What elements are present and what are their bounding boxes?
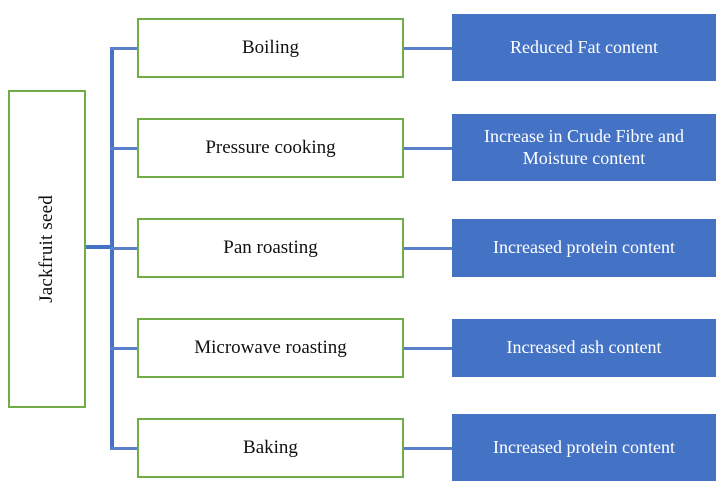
connector-link-5 (403, 447, 454, 450)
connector-branch-2 (110, 147, 139, 150)
process-node-5-label: Baking (243, 437, 298, 459)
connector-branch-4 (110, 347, 139, 350)
outcome-node-5-label: Increased protein content (493, 436, 675, 457)
process-node-1[interactable]: Boiling (137, 18, 404, 78)
outcome-node-2[interactable]: Increase in Crude Fibre and Moisture con… (452, 114, 716, 181)
connector-link-1 (403, 47, 454, 50)
process-node-4-label: Microwave roasting (194, 337, 347, 359)
outcome-node-3[interactable]: Increased protein content (452, 219, 716, 277)
outcome-node-1[interactable]: Reduced Fat content (452, 14, 716, 81)
connector-link-2 (403, 147, 454, 150)
process-node-4[interactable]: Microwave roasting (137, 318, 404, 378)
process-node-3[interactable]: Pan roasting (137, 218, 404, 278)
connector-branch-3 (110, 247, 139, 250)
outcome-node-1-label: Reduced Fat content (510, 36, 658, 57)
outcome-node-5[interactable]: Increased protein content (452, 414, 716, 481)
connector-branch-1 (110, 47, 139, 50)
connector-branch-5 (110, 447, 139, 450)
process-node-5[interactable]: Baking (137, 418, 404, 478)
outcome-node-4-label: Increased ash content (506, 337, 662, 358)
root-node-label: Jackfruit seed (36, 195, 57, 303)
outcome-node-3-label: Increased protein content (493, 237, 675, 258)
connector-link-3 (403, 247, 454, 250)
root-node-jackfruit-seed[interactable]: Jackfruit seed (8, 90, 86, 408)
process-node-2[interactable]: Pressure cooking (137, 118, 404, 178)
process-node-3-label: Pan roasting (223, 237, 318, 259)
process-node-1-label: Boiling (241, 37, 299, 59)
outcome-node-4[interactable]: Increased ash content (452, 319, 716, 377)
process-node-2-label: Pressure cooking (205, 137, 336, 159)
connector-root-stub (86, 245, 112, 249)
connector-link-4 (403, 347, 454, 350)
outcome-node-2-label: Increase in Crude Fibre and Moisture con… (484, 125, 684, 168)
